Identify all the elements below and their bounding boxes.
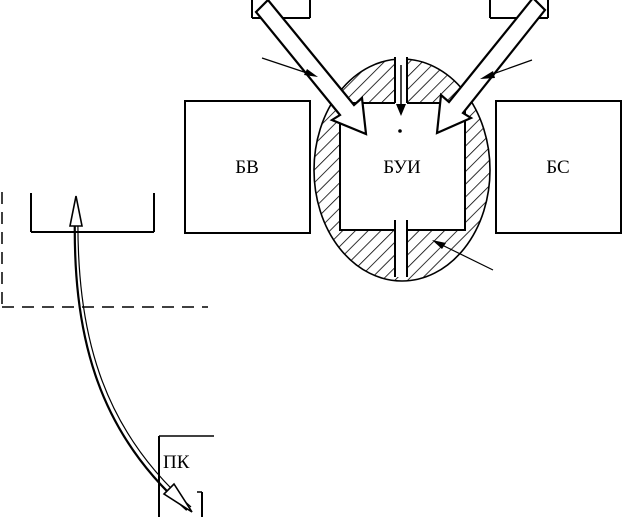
leader-bottom-right [432, 240, 494, 271]
block-bs [495, 100, 622, 234]
block-pk [158, 435, 214, 517]
label-bui: БУИ [383, 157, 421, 178]
left-hollow-arrow [254, 0, 368, 136]
curved-arrow-head-bottom [162, 482, 193, 513]
bottom-channel [394, 220, 408, 277]
top-channel [394, 57, 408, 116]
label-pk: ПК [163, 452, 190, 473]
leader-left-top [261, 57, 318, 77]
left-container [30, 193, 155, 233]
dashed-boundary [1, 192, 208, 308]
label-bs: БС [546, 157, 569, 178]
label-bv: БВ [235, 157, 259, 178]
curved-arrow-head-top [69, 195, 83, 227]
right-hollow-arrow [435, 0, 547, 135]
leader-right-top [480, 59, 533, 79]
block-bv [184, 100, 311, 234]
center-dot [398, 129, 402, 133]
